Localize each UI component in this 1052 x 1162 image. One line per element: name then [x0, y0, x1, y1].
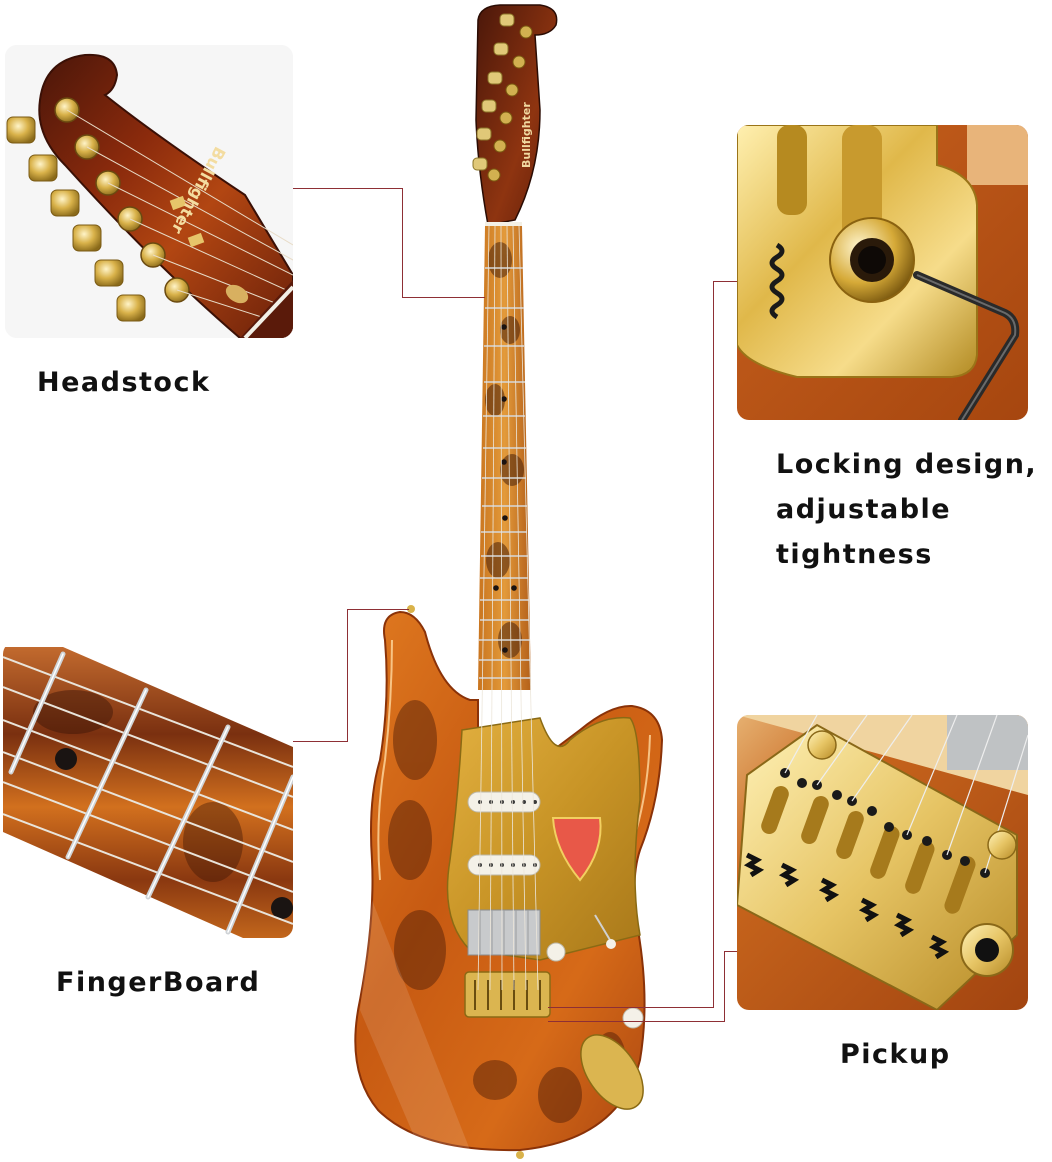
- pickup-bridge-photo-card: [737, 715, 1028, 1010]
- fingerboard-connector-line: [347, 609, 348, 742]
- headstock-label: Headstock: [37, 367, 211, 398]
- bridge-lock-connector-line: [713, 281, 714, 1008]
- pickup-connector-line: [724, 951, 737, 952]
- bridge-lock-connector-line: [548, 1007, 714, 1008]
- guitar-headstock-brand: Bullfighter: [520, 102, 533, 168]
- guitar-illustration: Bullfighter: [345, 0, 690, 1162]
- fingerboard-connector-line: [347, 609, 409, 610]
- bridge-lock-label-line-2: adjustable: [776, 494, 952, 525]
- bridge-lock-photo-icon: [737, 125, 1028, 420]
- pickup-connector-line: [724, 951, 725, 1022]
- headstock-connector-line: [293, 188, 403, 189]
- fingerboard-photo-card: [3, 642, 293, 938]
- fingerboard-connector-line: [293, 741, 348, 742]
- guitar-illustration-icon: Bullfighter: [354, 4, 664, 1159]
- headstock-photo-icon: Bullfighter: [5, 45, 293, 338]
- headstock-connector-line: [402, 297, 485, 298]
- bridge-lock-label-line-3: tightness: [776, 539, 933, 570]
- headstock-connector-line: [402, 188, 403, 298]
- headstock-photo-card: Bullfighter: [5, 45, 293, 338]
- pickup-bridge-photo-icon: [737, 715, 1028, 1010]
- bridge-lock-photo-card: [737, 125, 1028, 420]
- fingerboard-photo-icon: [3, 642, 293, 938]
- fingerboard-label: FingerBoard: [56, 967, 261, 998]
- pickup-label: Pickup: [840, 1039, 951, 1070]
- bridge-lock-label-line-1: Locking design,: [776, 449, 1038, 480]
- bridge-lock-label: Locking design, adjustable tightness: [776, 442, 1037, 577]
- pickup-connector-line: [548, 1021, 725, 1022]
- bridge-lock-connector-line: [713, 281, 737, 282]
